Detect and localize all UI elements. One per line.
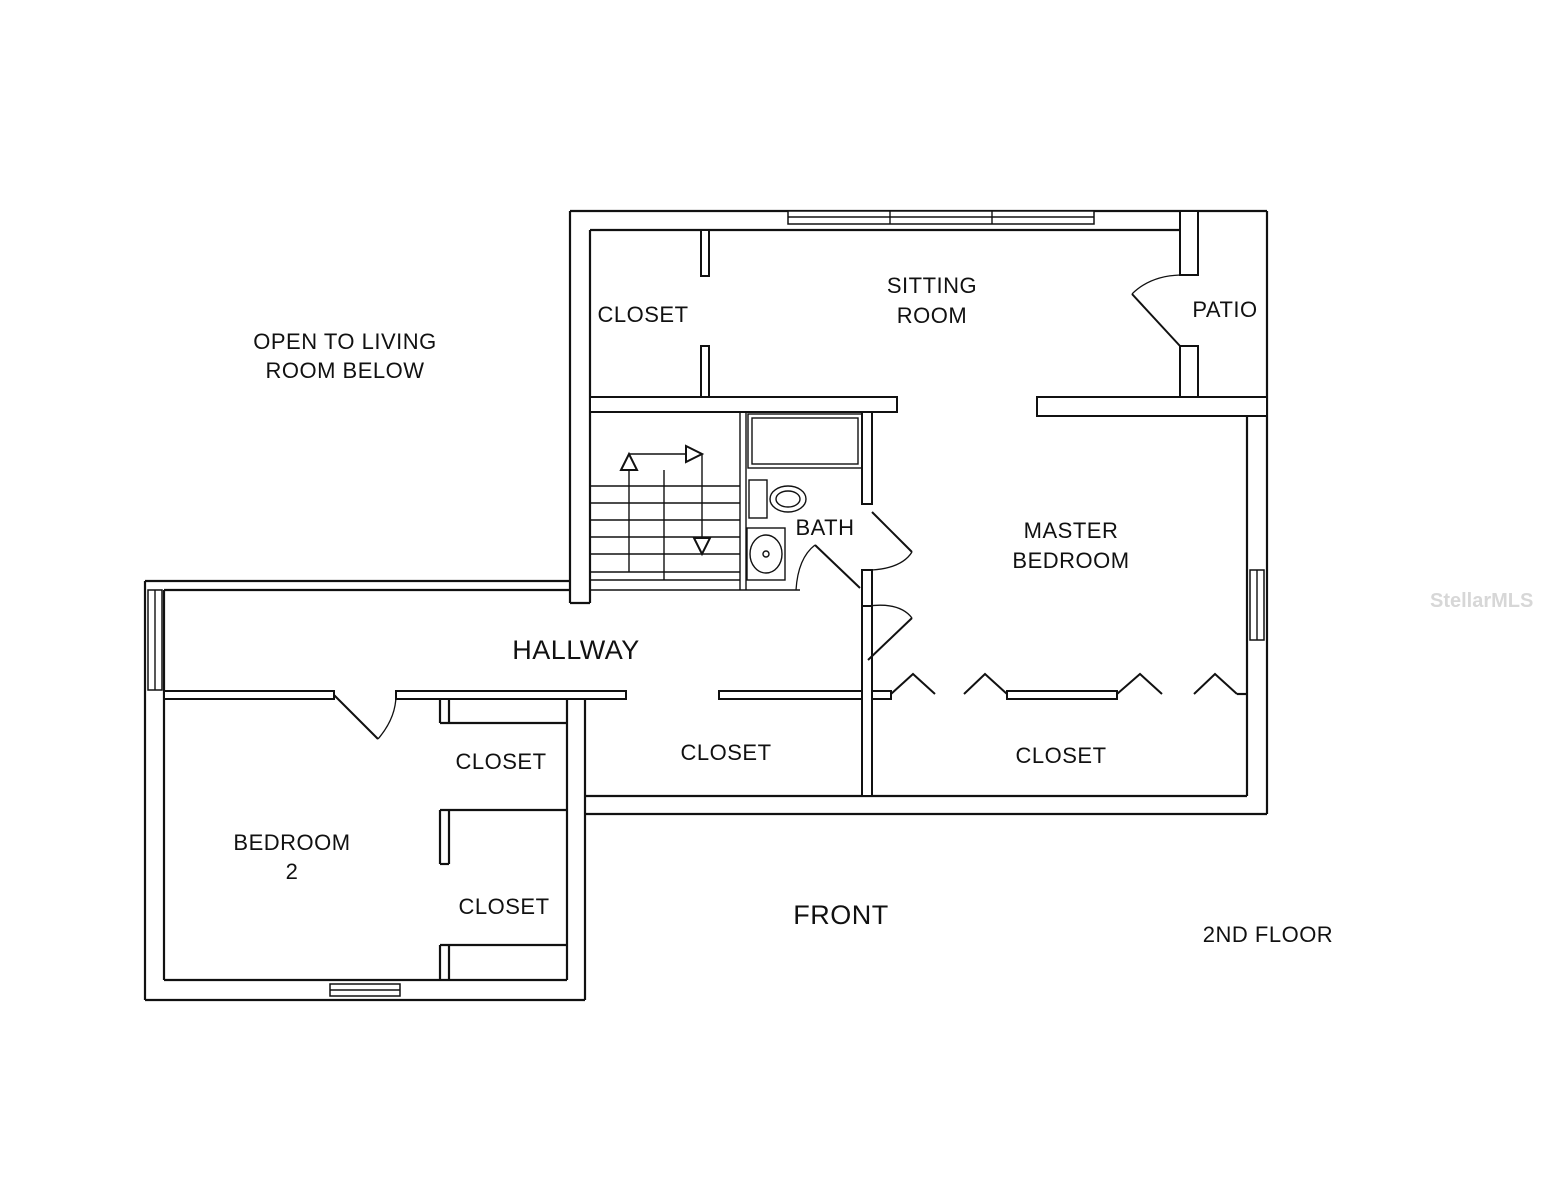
open-to-living-label-1: OPEN TO LIVING (253, 329, 436, 354)
master-window (1249, 569, 1265, 641)
sitting-room-label-1: SITTING (887, 273, 977, 298)
sitting-closet-label: CLOSET (597, 302, 688, 327)
patio-walls (1131, 210, 1199, 399)
hallway-walls (143, 579, 913, 1000)
hallway-label: HALLWAY (512, 635, 640, 665)
watermark: StellarMLS (1430, 590, 1533, 612)
master-closet-label: CLOSET (1015, 743, 1106, 768)
bedroom2-closet-bottom-label: CLOSET (458, 894, 549, 919)
staircase (590, 412, 800, 591)
floor-label: 2ND FLOOR (1203, 922, 1333, 947)
master-bedroom-label-2: BEDROOM (1012, 548, 1129, 573)
bath-fixtures (745, 411, 913, 607)
hall-closet-label: CLOSET (680, 740, 771, 765)
bedroom2-walls (145, 699, 587, 1002)
top-windows (787, 210, 1095, 225)
bath-label: BATH (795, 515, 854, 540)
sitting-room-label-2: ROOM (897, 303, 967, 328)
sitting-closet-walls (700, 229, 710, 399)
front-label: FRONT (793, 900, 888, 930)
bedroom2-label-1: BEDROOM (233, 830, 350, 855)
bedroom2-label-2: 2 (286, 859, 299, 884)
sitting-bottom-wall (589, 396, 1268, 417)
outer-walls (568, 209, 1269, 816)
bedroom2-closet-top-label: CLOSET (455, 749, 546, 774)
master-closet-doors (890, 672, 1247, 700)
open-to-living-label-2: ROOM BELOW (265, 358, 424, 383)
patio-label: PATIO (1192, 297, 1257, 322)
master-bedroom-label-1: MASTER (1024, 518, 1119, 543)
